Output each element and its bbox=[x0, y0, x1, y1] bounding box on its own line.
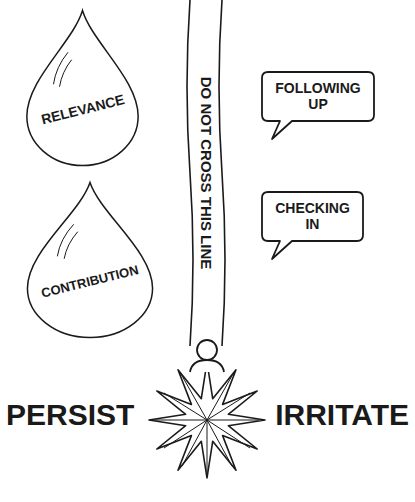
wavy-band: DO NOT CROSS THIS LINE bbox=[186, 0, 226, 346]
speech-bubble: CHECKING IN bbox=[262, 192, 363, 241]
drop-highlight bbox=[57, 224, 77, 258]
shape-outline bbox=[22, 8, 143, 168]
spiky-burst bbox=[149, 362, 265, 478]
speech-bubble: FOLLOWING UP bbox=[262, 72, 374, 121]
band-edge bbox=[219, 0, 225, 346]
node-text: CHECKING IN bbox=[275, 201, 350, 232]
bubble-outline bbox=[262, 192, 363, 259]
node-text: FOLLOWING UP bbox=[275, 81, 361, 112]
burst-strokes bbox=[155, 374, 259, 472]
band-edge bbox=[187, 0, 193, 346]
drop-outline bbox=[27, 182, 152, 337]
node-text: DO NOT CROSS THIS LINE bbox=[198, 77, 215, 270]
person-head bbox=[197, 340, 217, 360]
drop-shape: RELEVANCE bbox=[22, 8, 143, 168]
bubble-outline bbox=[262, 72, 374, 139]
person-shoulders bbox=[190, 360, 224, 372]
word-label: PERSIST bbox=[6, 400, 134, 430]
drop-outline bbox=[27, 10, 138, 165]
drop-highlight bbox=[53, 52, 71, 86]
word-label: IRRITATE bbox=[275, 400, 409, 430]
shape-outline bbox=[22, 180, 158, 340]
drop-shape: CONTRIBUTION bbox=[22, 180, 158, 340]
